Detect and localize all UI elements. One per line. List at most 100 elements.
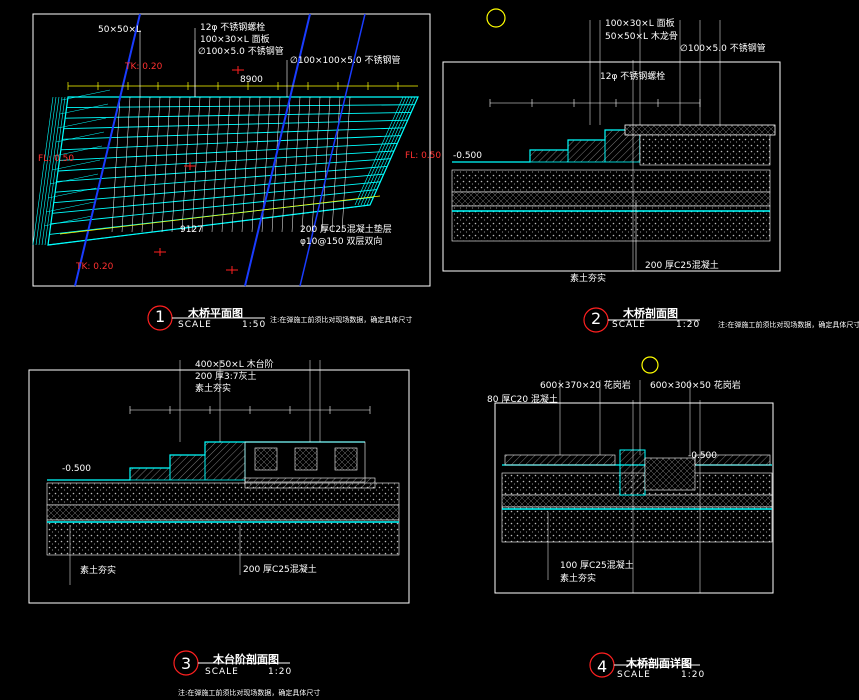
sec2-ground-top	[451, 169, 771, 193]
sec4-detail-marker	[641, 356, 659, 374]
sec4-elev: -0.500	[688, 451, 718, 461]
sec3-bottom-1: 200 厚C25混凝土	[243, 565, 317, 575]
deck-joist	[241, 96, 251, 233]
plan-dim-bottom: 9127	[180, 225, 203, 235]
sec3-leader-3: 素土夯实	[195, 384, 232, 394]
deck-hatch	[45, 201, 95, 213]
deck-hatch	[59, 103, 109, 115]
drawing-1-scale-value: 1:50	[242, 320, 267, 330]
deck-board	[52, 181, 381, 214]
sec4-bottom-1: 100 厚C25混凝土	[560, 561, 634, 571]
deck-side-strip	[38, 96, 60, 246]
plan-leader-2: 12φ 不锈钢螺栓	[200, 23, 266, 33]
deck-joist	[121, 96, 131, 233]
drawing-3-title: 木台阶剖面图	[213, 653, 279, 666]
drawing-2-title: 木桥剖面图	[623, 307, 678, 320]
sec4-paving	[504, 454, 616, 466]
deck-joist	[231, 96, 241, 233]
deck-joist	[191, 96, 201, 233]
drawing-1-number: 1	[155, 307, 166, 326]
deck-joist	[131, 96, 141, 233]
sec3-frame	[28, 369, 410, 604]
sec4-channel	[644, 457, 696, 491]
deck-joist	[251, 96, 261, 233]
drawing-1-scale-label: SCALE	[178, 320, 212, 330]
deck-joist	[331, 96, 341, 233]
plan-bottom-note-1: 200 厚C25混凝土垫层	[300, 225, 392, 235]
deck-joist	[161, 96, 171, 233]
deck-side-strip	[32, 96, 54, 246]
plan-frame	[32, 13, 431, 287]
plan-leader-5: ∅100×100×5.0 不锈钢管	[290, 56, 401, 66]
sec4-leader-1: 600×370×20 花岗岩	[540, 381, 631, 391]
sec3-bottom-2: 素土夯实	[80, 566, 117, 576]
sec4-ground-bot	[501, 506, 773, 543]
sec2-ground-mid	[451, 191, 771, 207]
deck-side-strip	[357, 96, 407, 206]
deck-side-strip	[44, 96, 66, 246]
deck-side-strip	[354, 96, 404, 206]
plan-bottom-note-2: φ10@150 双层双向	[300, 237, 383, 247]
drawing-2-number: 2	[591, 309, 602, 328]
deck-board	[66, 104, 415, 109]
plan-leader-3: 100×30×L 面板	[200, 35, 270, 45]
sec4-ground-mid	[501, 494, 773, 508]
deck-hatch	[51, 159, 101, 171]
deck-side-strip	[366, 96, 416, 206]
deck-side-strip	[360, 96, 410, 206]
sec3-ground-bot	[46, 519, 400, 556]
plan-fl-left: FL: 0.50	[38, 154, 75, 164]
sec3-leader-1: 400×50×L 木台阶	[195, 360, 274, 370]
deck-side-strip	[47, 96, 69, 246]
sec3-joist	[334, 447, 358, 471]
deck-board	[56, 158, 391, 183]
deck-side-strip	[369, 96, 419, 206]
deck-board	[63, 119, 408, 130]
drawing-2-scale-value: 1:20	[676, 320, 701, 330]
deck-joist	[341, 96, 351, 233]
axis-line-c	[299, 13, 366, 287]
drawing-2-scale-label: SCALE	[612, 320, 646, 330]
drawing-1-note: 注:在弹施工前须比对现场数据，确定具体尺寸	[270, 316, 413, 324]
axis-line-b	[244, 13, 311, 287]
drawing-4-scale-value: 1:20	[681, 670, 706, 680]
sec3-joist	[254, 447, 278, 471]
sec2-leader-2: 50×50×L 木龙骨	[605, 32, 678, 42]
deck-side-strip	[35, 96, 57, 246]
plan-leader-4: ∅100×5.0 不锈钢管	[198, 47, 284, 57]
sec3-elev: -0.500	[62, 464, 92, 474]
deck-hatch	[49, 173, 99, 185]
sec2-leader-4: 12φ 不锈钢螺栓	[600, 72, 666, 82]
dim-line-bottom	[59, 195, 381, 235]
sec3-step-2	[169, 454, 206, 481]
deck-board	[59, 142, 398, 161]
deck-hatch	[61, 89, 111, 101]
drawing-3-scale-label: SCALE	[205, 667, 239, 677]
sec2-detail-marker	[486, 8, 506, 28]
deck-joist	[301, 96, 311, 233]
sec2-bottom-1: 200 厚C25混凝土	[645, 261, 719, 271]
sec4-kerb	[619, 449, 646, 496]
deck-board	[55, 165, 388, 193]
deck-joist	[221, 96, 231, 233]
sec4-frame	[494, 402, 774, 594]
deck-board	[53, 173, 384, 204]
drawing-4-number: 4	[597, 657, 608, 676]
drawing-3-scale-value: 1:20	[268, 667, 293, 677]
deck-joist	[111, 96, 121, 233]
drawing-1-title: 木桥平面图	[188, 307, 243, 320]
deck-hatch	[47, 187, 97, 199]
sec3-joist	[294, 447, 318, 471]
sec4-paving-right	[694, 454, 771, 466]
deck-joist	[321, 96, 331, 233]
sec2-deck	[624, 124, 776, 136]
deck-hatch	[43, 215, 93, 227]
sec2-elev-left: -0.500	[453, 151, 483, 161]
sec2-frame	[442, 61, 781, 272]
drawing-3-number: 3	[181, 654, 192, 673]
plan-leader-1: 50×50×L	[98, 25, 142, 35]
plan-tk-bottom: TK: 0.20	[76, 262, 114, 272]
sec3-step-3	[204, 441, 246, 481]
sec4-leader-2: 600×300×50 花岗岩	[650, 381, 741, 391]
